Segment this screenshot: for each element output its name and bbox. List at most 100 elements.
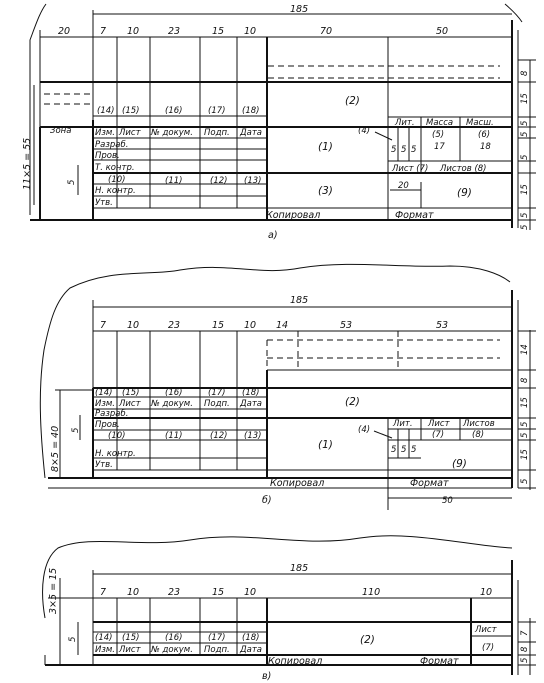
- form-b-n14: (14): [95, 388, 112, 398]
- form-b-dim-10b: 10: [244, 320, 256, 331]
- form-a-n11: (11): [165, 176, 182, 186]
- form-a-n10: (10): [108, 175, 125, 185]
- form-b-caption: б): [262, 495, 272, 506]
- form-c-format: Формат: [420, 656, 459, 667]
- form-c-right-dims: 7 8 5: [518, 618, 536, 675]
- form-c-n15: (15): [122, 633, 139, 643]
- form-c-h-list: Лист: [118, 645, 142, 655]
- form-a-v17: 17: [434, 142, 445, 152]
- form-b-dim-185: 185: [290, 295, 308, 306]
- form-a-dim-10: 10: [127, 26, 139, 37]
- form-a-listov8: Листов (8): [439, 164, 487, 174]
- form-a-n15: (15): [122, 106, 139, 116]
- form-a-w20: 20: [398, 181, 409, 191]
- form-b-role-3: Н. контр.: [95, 449, 136, 459]
- form-a-dim-20: 20: [58, 26, 70, 37]
- form-a-dim-7: 7: [100, 26, 106, 37]
- form-b-sheet-outline: [39, 263, 511, 479]
- form-c: 185 7 10 23 15 10 110 10 (14) (15) (16) …: [42, 535, 536, 682]
- form-c-rdim-0: 7: [520, 630, 530, 636]
- form-c-dim-23: 23: [168, 587, 180, 598]
- form-c-h-izm: Изм.: [95, 645, 115, 655]
- form-a-h-list: Лист: [118, 128, 142, 138]
- form-b-h-list: Лист: [118, 399, 142, 409]
- form-c-dim-15: 15: [212, 587, 224, 598]
- form-b-n17: (17): [208, 388, 225, 398]
- form-a-h-data: Дата: [239, 128, 262, 138]
- form-b-n18: (18): [242, 388, 259, 398]
- form-b-kopiroval: Копировал: [270, 478, 324, 489]
- form-c-rdim-2: 5: [520, 658, 530, 663]
- form-a-dim-10b: 10: [244, 26, 256, 37]
- form-a-dim-185: 185: [290, 4, 308, 15]
- form-b-rdim-6: 5: [520, 479, 530, 484]
- form-a-n16: (16): [165, 106, 182, 116]
- form-a-n17: (17): [208, 106, 225, 116]
- form-b-n11: (11): [165, 431, 182, 441]
- form-a-n5: (5): [432, 130, 444, 140]
- form-a-dim-5: 5: [67, 180, 77, 185]
- form-b: 185 7 10 23 15 10 14 53 53: [39, 263, 536, 510]
- form-b-h-podp: Подп.: [204, 399, 230, 409]
- form-a-sheet-outline: [29, 3, 523, 215]
- form-c-n17: (17): [208, 633, 225, 643]
- form-a-left-dim: 11×5 = 55: [22, 138, 33, 190]
- form-b-dim-14: 14: [276, 320, 288, 331]
- form-a-rdim-4: 5: [520, 155, 530, 160]
- form-a-h-dokum: № докум.: [150, 128, 193, 138]
- form-b-dim-15: 15: [212, 320, 224, 331]
- form-c-dim-7: 7: [100, 587, 106, 598]
- form-c-kopiroval: Копировал: [268, 656, 322, 667]
- form-a-role-4: Н. контр.: [95, 186, 136, 196]
- form-a-n18: (18): [242, 106, 259, 116]
- form-c-dim-185: 185: [290, 563, 308, 574]
- form-b-left-dim: 8×5 = 40: [50, 426, 61, 472]
- form-a-n4: (4): [358, 126, 370, 136]
- form-a-lit: Лит.: [394, 118, 415, 128]
- form-a-dim-15: 15: [212, 26, 224, 37]
- form-a-format: Формат: [395, 210, 434, 221]
- form-b-dim-53a: 53: [340, 320, 352, 331]
- form-b-5b: 5: [401, 445, 406, 455]
- form-b-rdim-0: 14: [520, 344, 530, 355]
- form-c-h-podp: Подп.: [204, 645, 230, 655]
- form-b-dim-53b: 53: [436, 320, 448, 331]
- form-a-n14: (14): [97, 106, 114, 116]
- form-b-role-4: Утв.: [95, 460, 113, 470]
- form-a-caption: а): [268, 230, 278, 241]
- form-b-n13: (13): [244, 431, 261, 441]
- form-b-h-izm: Изм.: [95, 399, 115, 409]
- form-b-n1: (1): [318, 439, 333, 451]
- form-c-n16: (16): [165, 633, 182, 643]
- form-a-5a: 5: [391, 145, 396, 155]
- form-a-n2: (2): [345, 95, 360, 107]
- form-b-rdim-4: 5: [520, 433, 530, 438]
- form-b-5c: 5: [411, 445, 416, 455]
- form-c-n7: (7): [482, 643, 494, 653]
- form-a-n6: (6): [478, 130, 490, 140]
- form-a-dim-23: 23: [168, 26, 180, 37]
- form-b-5a: 5: [391, 445, 396, 455]
- form-c-dim-10: 10: [127, 587, 139, 598]
- form-c-caption: в): [262, 671, 271, 682]
- form-a-zona: Зона: [50, 126, 71, 136]
- form-b-rdim-5: 15: [520, 449, 530, 460]
- form-a-role-1: Пров.: [95, 151, 120, 161]
- form-c-sheet-outline: [42, 535, 513, 619]
- form-a-n13: (13): [244, 176, 261, 186]
- form-c-left-dim: 3×5 = 15: [48, 568, 59, 614]
- form-c-h-dokum: № докум.: [150, 645, 193, 655]
- form-b-role-1: Пров.: [95, 420, 120, 430]
- form-b-n15: (15): [122, 388, 139, 398]
- form-b-role-0: Разраб.: [95, 409, 128, 419]
- form-a-rdim-3: 5: [520, 132, 530, 137]
- form-a-rdim-0: 8: [520, 70, 530, 76]
- form-a-h-izm: Изм.: [95, 128, 115, 138]
- form-b-dim-7: 7: [100, 320, 106, 331]
- form-c-n18: (18): [242, 633, 259, 643]
- form-c-n2: (2): [360, 634, 375, 646]
- form-a-dim-70: 70: [320, 26, 332, 37]
- form-a-role-5: Утв.: [95, 198, 113, 208]
- form-c-dim-10b: 10: [244, 587, 256, 598]
